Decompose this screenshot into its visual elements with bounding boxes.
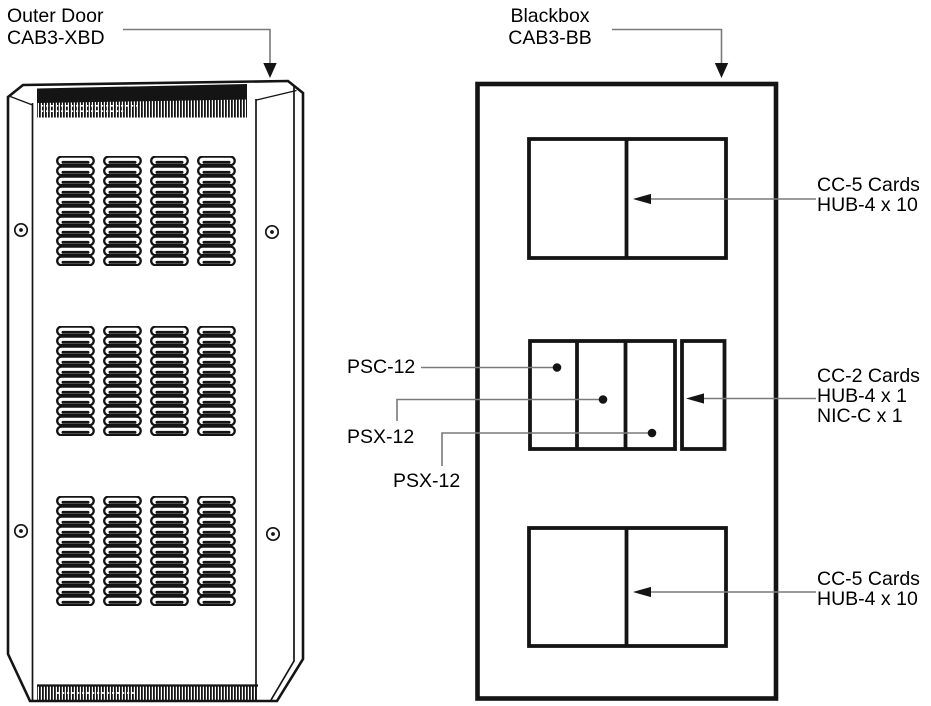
screw-icon [264,224,280,240]
outer-door-leader [123,28,271,64]
louver-bank-top [56,156,236,266]
screw-icons [13,222,281,542]
cc5-cards-top-label: CC-5 Cards HUB-4 x 10 [817,174,920,216]
psc-12-label: PSC-12 [347,356,416,378]
door-side-edge [270,86,295,701]
door-fold-top-right [256,89,297,101]
psx-12-label-b: PSX-12 [393,470,461,492]
louver-bank-middle [56,326,236,436]
arrow-left-icon [633,193,651,205]
outer-door-label-line2: CAB3-XBD [7,27,105,49]
blackbox-label: Blackbox CAB3-BB [503,5,597,49]
leader-dot [552,363,562,372]
outer-door-label-line1: Outer Door [7,5,104,27]
blackbox-label-line1: Blackbox [510,5,590,27]
psu-module [528,339,677,451]
psx12-b-leader [441,432,648,466]
vent-grille-top [37,84,247,118]
screw-icon [13,523,29,539]
arrow-down-icon [714,63,729,78]
outer-door-drawing [6,79,305,703]
outer-door-label: Outer Door CAB3-XBD [7,5,105,49]
leader-dot [598,395,608,404]
screw-icon [13,222,29,238]
leader-lines [123,28,816,593]
blackbox-leader [612,28,723,64]
psx12-a-leader [396,398,599,421]
blackbox-label-line2: CAB3-BB [508,27,592,49]
vent-grille-bottom [37,684,258,701]
blackbox-drawing [475,81,779,701]
cc2-cards-label: CC-2 Cards HUB-4 x 1 NIC-C x 1 [817,365,920,427]
cc5-cards-bottom-label: CC-5 Cards HUB-4 x 10 [817,568,920,610]
card-module-bottom [527,526,728,648]
door-fold-top-left [8,95,33,106]
louver-bank-bottom [56,496,236,606]
arrow-down-icon [263,63,277,78]
arrowheads-and-dots [263,63,729,598]
psx-12-label-a: PSX-12 [347,426,415,448]
leader-dot [647,428,657,438]
screw-icon [265,526,281,542]
arrow-left-icon [686,393,704,404]
arrow-left-icon [633,586,651,598]
